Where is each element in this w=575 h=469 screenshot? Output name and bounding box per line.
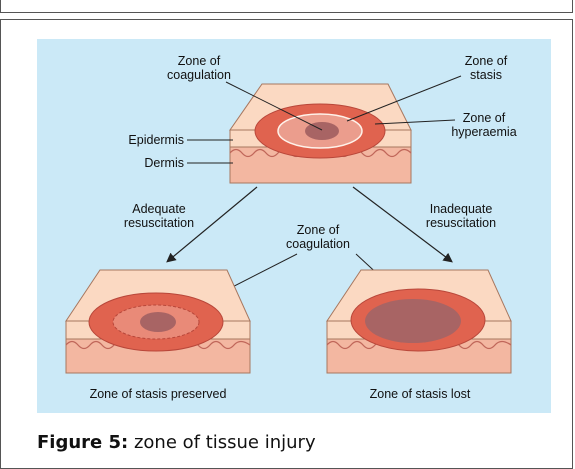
label-hyperaemia-top-l2: hyperaemia — [451, 125, 516, 139]
label-adequate-l1: Adequate — [132, 202, 186, 216]
label-stasis-top-l2: stasis — [470, 68, 502, 82]
label-inadequate-l1: Inadequate — [430, 202, 493, 216]
caption-stasis-preserved: Zone of stasis preserved — [90, 387, 227, 401]
top-coagulation-zone — [305, 122, 339, 140]
label-coagulation-mid-l1: Zone of — [297, 223, 340, 237]
label-inadequate-l2: resuscitation — [426, 216, 496, 230]
label-dermis: Dermis — [144, 156, 184, 170]
caption-stasis-lost: Zone of stasis lost — [370, 387, 471, 401]
top-skin-block — [230, 84, 411, 183]
bl-coagulation-zone — [140, 312, 176, 332]
label-hyperaemia-top-l1: Zone of — [463, 111, 506, 125]
figure-caption-text: zone of tissue injury — [128, 432, 315, 453]
label-coagulation-top-l2: coagulation — [167, 68, 231, 82]
label-epidermis: Epidermis — [128, 133, 184, 147]
label-coagulation-top-l1: Zone of — [178, 54, 221, 68]
figure-caption-prefix: Figure 5: — [37, 432, 128, 453]
bottom-left-skin-block — [66, 270, 250, 373]
figure-caption: Figure 5: zone of tissue injury — [37, 432, 316, 453]
label-coagulation-mid-l2: coagulation — [286, 237, 350, 251]
label-adequate-l2: resuscitation — [124, 216, 194, 230]
bottom-right-skin-block — [327, 270, 511, 373]
label-stasis-top-l1: Zone of — [465, 54, 508, 68]
br-coagulation-zone — [365, 299, 461, 343]
